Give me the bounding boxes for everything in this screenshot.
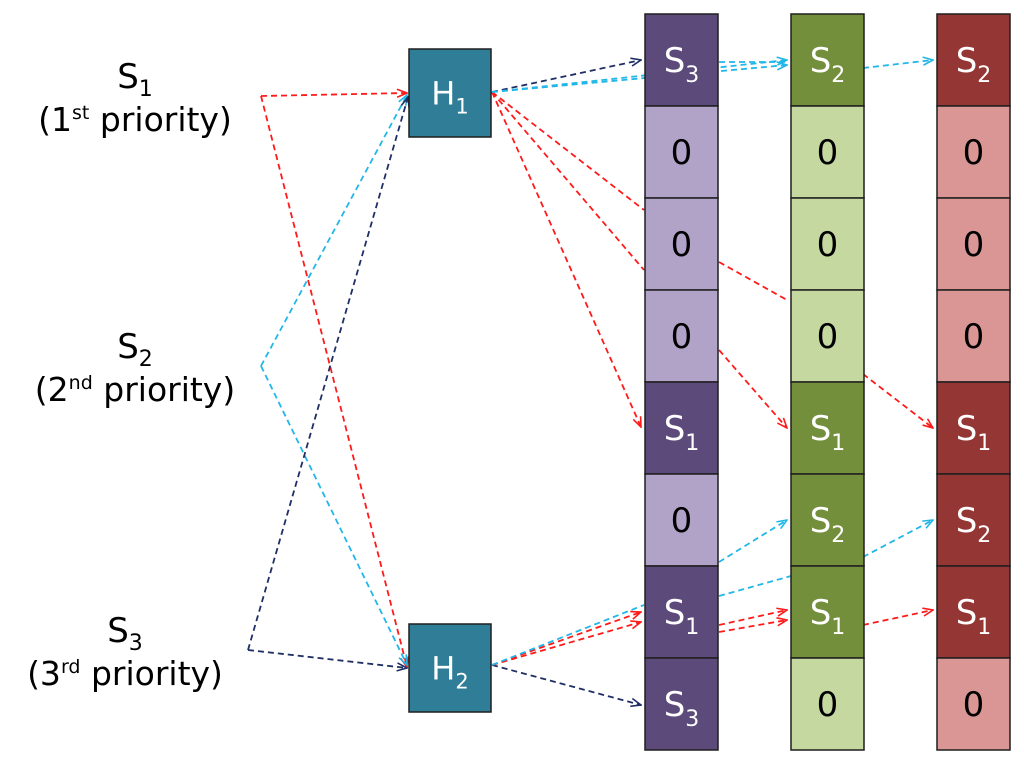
slot-cell [936,13,1011,107]
arrow-red [491,91,645,211]
slot-label: 0 [817,133,839,173]
arrow-navy [491,60,641,93]
arrow-navy [247,649,407,668]
arrow-red [718,610,787,626]
slot-label: 0 [963,225,985,265]
source-label-s1: S1(1st priority) [20,58,250,139]
arrow-red [491,622,641,666]
slot-cell [790,105,865,199]
arrow-red [862,610,933,626]
slot-cell [790,197,865,291]
slot-label: 0 [963,685,985,725]
arrow-cyan [260,95,407,367]
slot-cell [644,381,719,475]
slot-cell [790,289,865,383]
source-name: S1 [117,57,153,102]
slot-label: 0 [671,317,693,357]
arrow-cyan [491,604,645,666]
source-priority: (3rd priority) [27,654,223,694]
slot-label: 0 [963,133,985,173]
connection-arrows [247,60,933,705]
slot-label: S1 [664,409,700,456]
slot-cell [644,565,719,659]
arrow-cyan [718,575,792,597]
arrow-cyan [862,60,933,69]
source-label-s3: S3(3rd priority) [5,612,245,693]
slot-label: 0 [671,501,693,541]
hub-node-h1 [408,48,492,138]
source-priority: (2nd priority) [34,370,236,410]
arrow-red [718,349,787,428]
arrow-cyan [260,365,407,665]
arrow-red [260,93,407,96]
source-name: S2 [117,327,153,372]
slot-cell [644,197,719,291]
arrow-red [718,261,788,301]
arrow-red [491,91,641,427]
source-priority: (1st priority) [38,100,232,140]
slot-label: 0 [963,317,985,357]
source-name: S3 [107,611,143,656]
source-label-s2: S2(2nd priority) [10,328,260,409]
slot-cell [790,657,865,751]
arrow-navy [491,664,641,705]
slot-cell [936,105,1011,199]
slot-cell [644,105,719,199]
slot-label: 0 [671,133,693,173]
slot-label: 0 [671,225,693,265]
hub-node-h2 [408,623,492,713]
arrow-red [491,612,641,666]
slot-label: 0 [817,685,839,725]
slot-cell [936,657,1011,751]
arrow-cyan [491,60,787,93]
slot-cell [936,565,1011,659]
slot-cell [790,565,865,659]
arrow-cyan [718,520,787,563]
slot-label: 0 [817,317,839,357]
arrow-red [491,91,645,271]
slot-cell [790,13,865,107]
slot-cell [936,197,1011,291]
slot-cell [936,381,1011,475]
slot-label: 0 [817,225,839,265]
slot-cell [936,473,1011,567]
arrow-red [862,373,933,428]
slot-cell [644,657,719,751]
hub-label: H1 [431,75,468,119]
arrow-red [260,95,407,667]
arrow-navy [247,97,408,651]
slot-label: S1 [956,593,992,640]
arrow-red [718,620,787,633]
arrow-cyan [862,520,933,558]
